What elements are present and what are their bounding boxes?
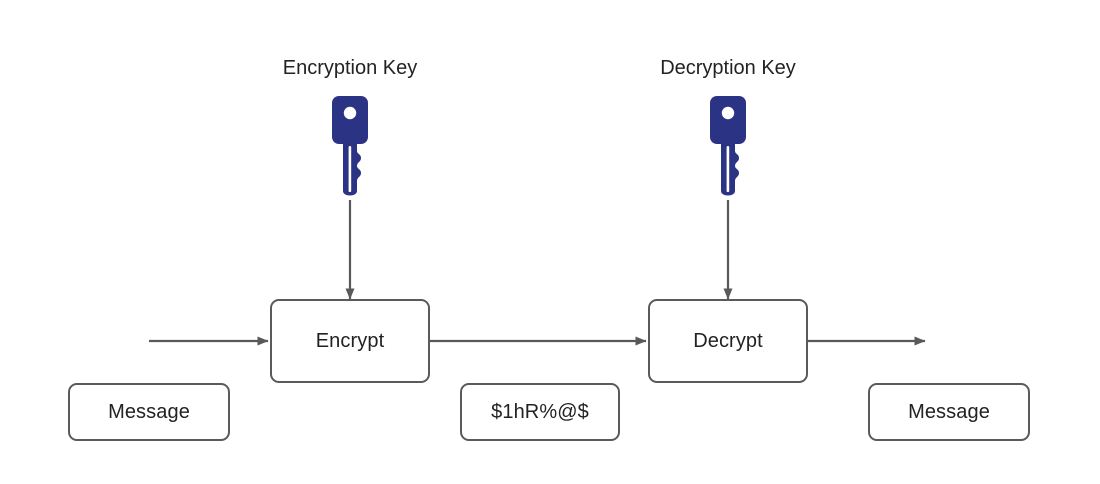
decrypt-process-label: Decrypt: [693, 330, 763, 352]
decryption-key-label: Decryption Key: [660, 57, 796, 79]
output-message-label: Message: [908, 401, 990, 423]
ciphertext-box[interactable]: $1hR%@$: [460, 383, 620, 441]
input-message-box[interactable]: Message: [68, 383, 230, 441]
encrypt-process-label: Encrypt: [315, 330, 385, 352]
ciphertext-label: $1hR%@$: [491, 401, 589, 423]
input-message-label: Message: [108, 401, 190, 423]
output-message-box[interactable]: Message: [868, 383, 1030, 441]
encryption-key-label: Encryption Key: [282, 57, 418, 79]
decryption-key-icon: [710, 96, 746, 196]
decrypt-process-box[interactable]: Decrypt: [648, 299, 808, 383]
encrypt-process-box[interactable]: Encrypt: [270, 299, 430, 383]
encryption-key-icon: [332, 96, 368, 196]
